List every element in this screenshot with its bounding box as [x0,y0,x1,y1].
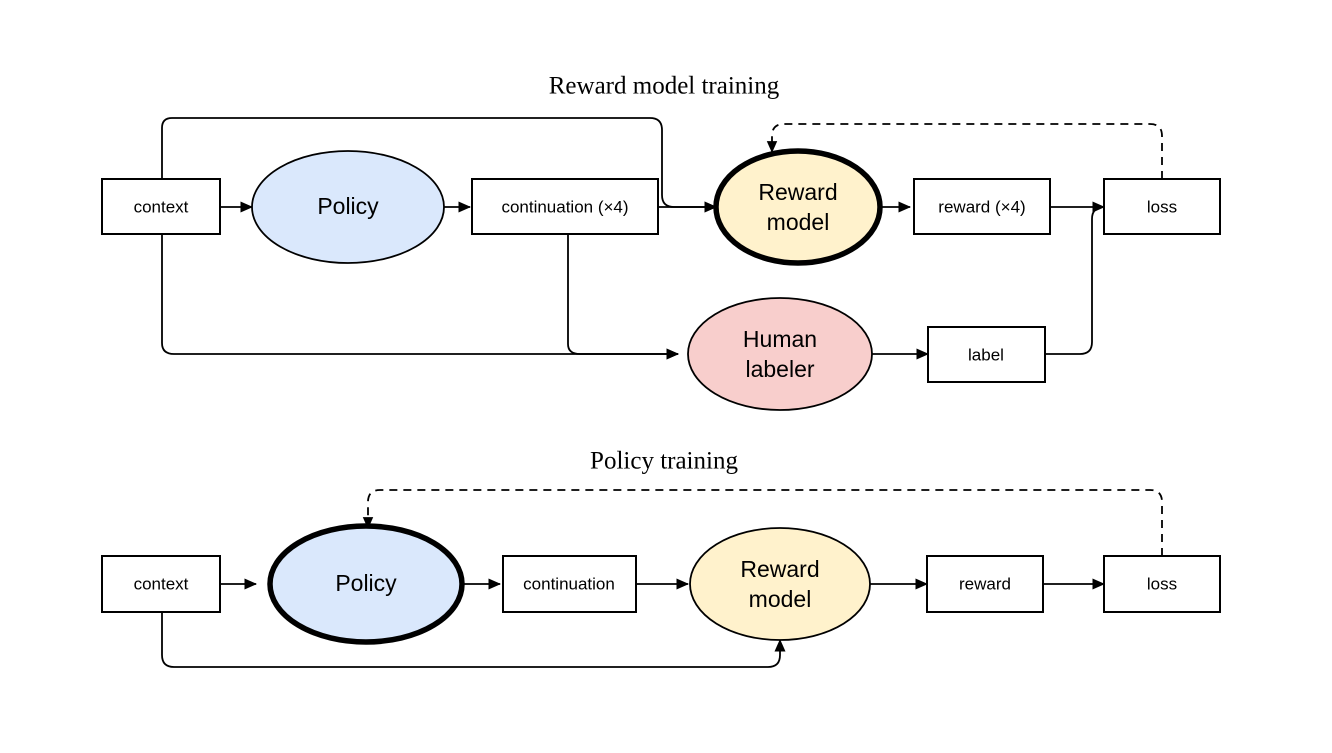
node-reward[interactable]: reward [926,555,1044,613]
policy-ellipse-bottom[interactable] [267,523,465,645]
policy-label: Policy [317,193,379,219]
human-labeler-ellipse[interactable] [687,297,873,411]
reward-box[interactable] [926,555,1044,613]
loss-box-top[interactable] [1103,178,1221,235]
loss-label-top: loss [1147,197,1177,216]
label-box-label: label [968,345,1004,364]
node-reward-model-reward-section[interactable]: Reward model [713,148,883,266]
reward-model-label-line1: Reward [758,179,837,205]
context-box[interactable] [101,178,221,235]
continuation-x4-box[interactable] [471,178,659,235]
label-box[interactable] [927,326,1046,383]
loss-box-bottom[interactable] [1103,555,1221,613]
edge-context-to-reward-model [161,117,718,213]
context-label-bottom: context [134,574,189,593]
context-box-bottom[interactable] [101,555,221,613]
human-labeler-label-line2: labeler [745,356,814,382]
continuation-label: continuation [523,574,615,593]
continuation-x4-label: continuation (×4) [501,197,628,216]
reward-model-label-line2: model [767,209,830,235]
node-policy-reward-section[interactable]: Policy [251,150,445,264]
edge-context-to-reward-model-bottom [161,612,786,668]
reward-x4-box[interactable] [913,178,1051,235]
node-context-policy-section[interactable]: context [101,555,221,613]
reward-label: reward [959,574,1011,593]
node-reward-model-policy-section[interactable]: Reward model [689,527,871,641]
loss-label-bottom: loss [1147,574,1177,593]
policy-ellipse[interactable] [251,150,445,264]
context-label: context [134,197,189,216]
node-policy-policy-section[interactable]: Policy [267,523,465,645]
node-human-labeler[interactable]: Human labeler [687,297,873,411]
reward-x4-label: reward (×4) [938,197,1025,216]
node-loss-reward-section[interactable]: loss [1103,178,1221,235]
continuation-box[interactable] [502,555,637,613]
node-continuation[interactable]: continuation [502,555,637,613]
reward-model-ellipse[interactable] [713,148,883,266]
reward-model-label-line2-bottom: model [749,586,812,612]
node-reward-x4[interactable]: reward (×4) [913,178,1051,235]
node-context-reward-section[interactable]: context [101,178,221,235]
node-continuation-x4[interactable]: continuation (×4) [471,178,659,235]
reward-model-ellipse-bottom[interactable] [689,527,871,641]
human-labeler-label-line1: Human [743,326,817,352]
node-loss-policy-section[interactable]: loss [1103,555,1221,613]
node-label-box[interactable]: label [927,326,1046,383]
edge-loss-to-reward-model-dashed [766,123,1163,179]
section-title-policy-training: Policy training [590,448,738,475]
policy-label-bottom: Policy [335,570,397,596]
edge-label-to-loss [1045,206,1105,355]
edge-continuation-to-human-labeler [567,234,680,360]
section-title-reward-model-training: Reward model training [549,73,780,100]
edge-context-to-human-labeler [161,234,680,360]
reward-model-label-line1-bottom: Reward [740,556,819,582]
edge-loss-to-policy-dashed [362,489,1163,556]
